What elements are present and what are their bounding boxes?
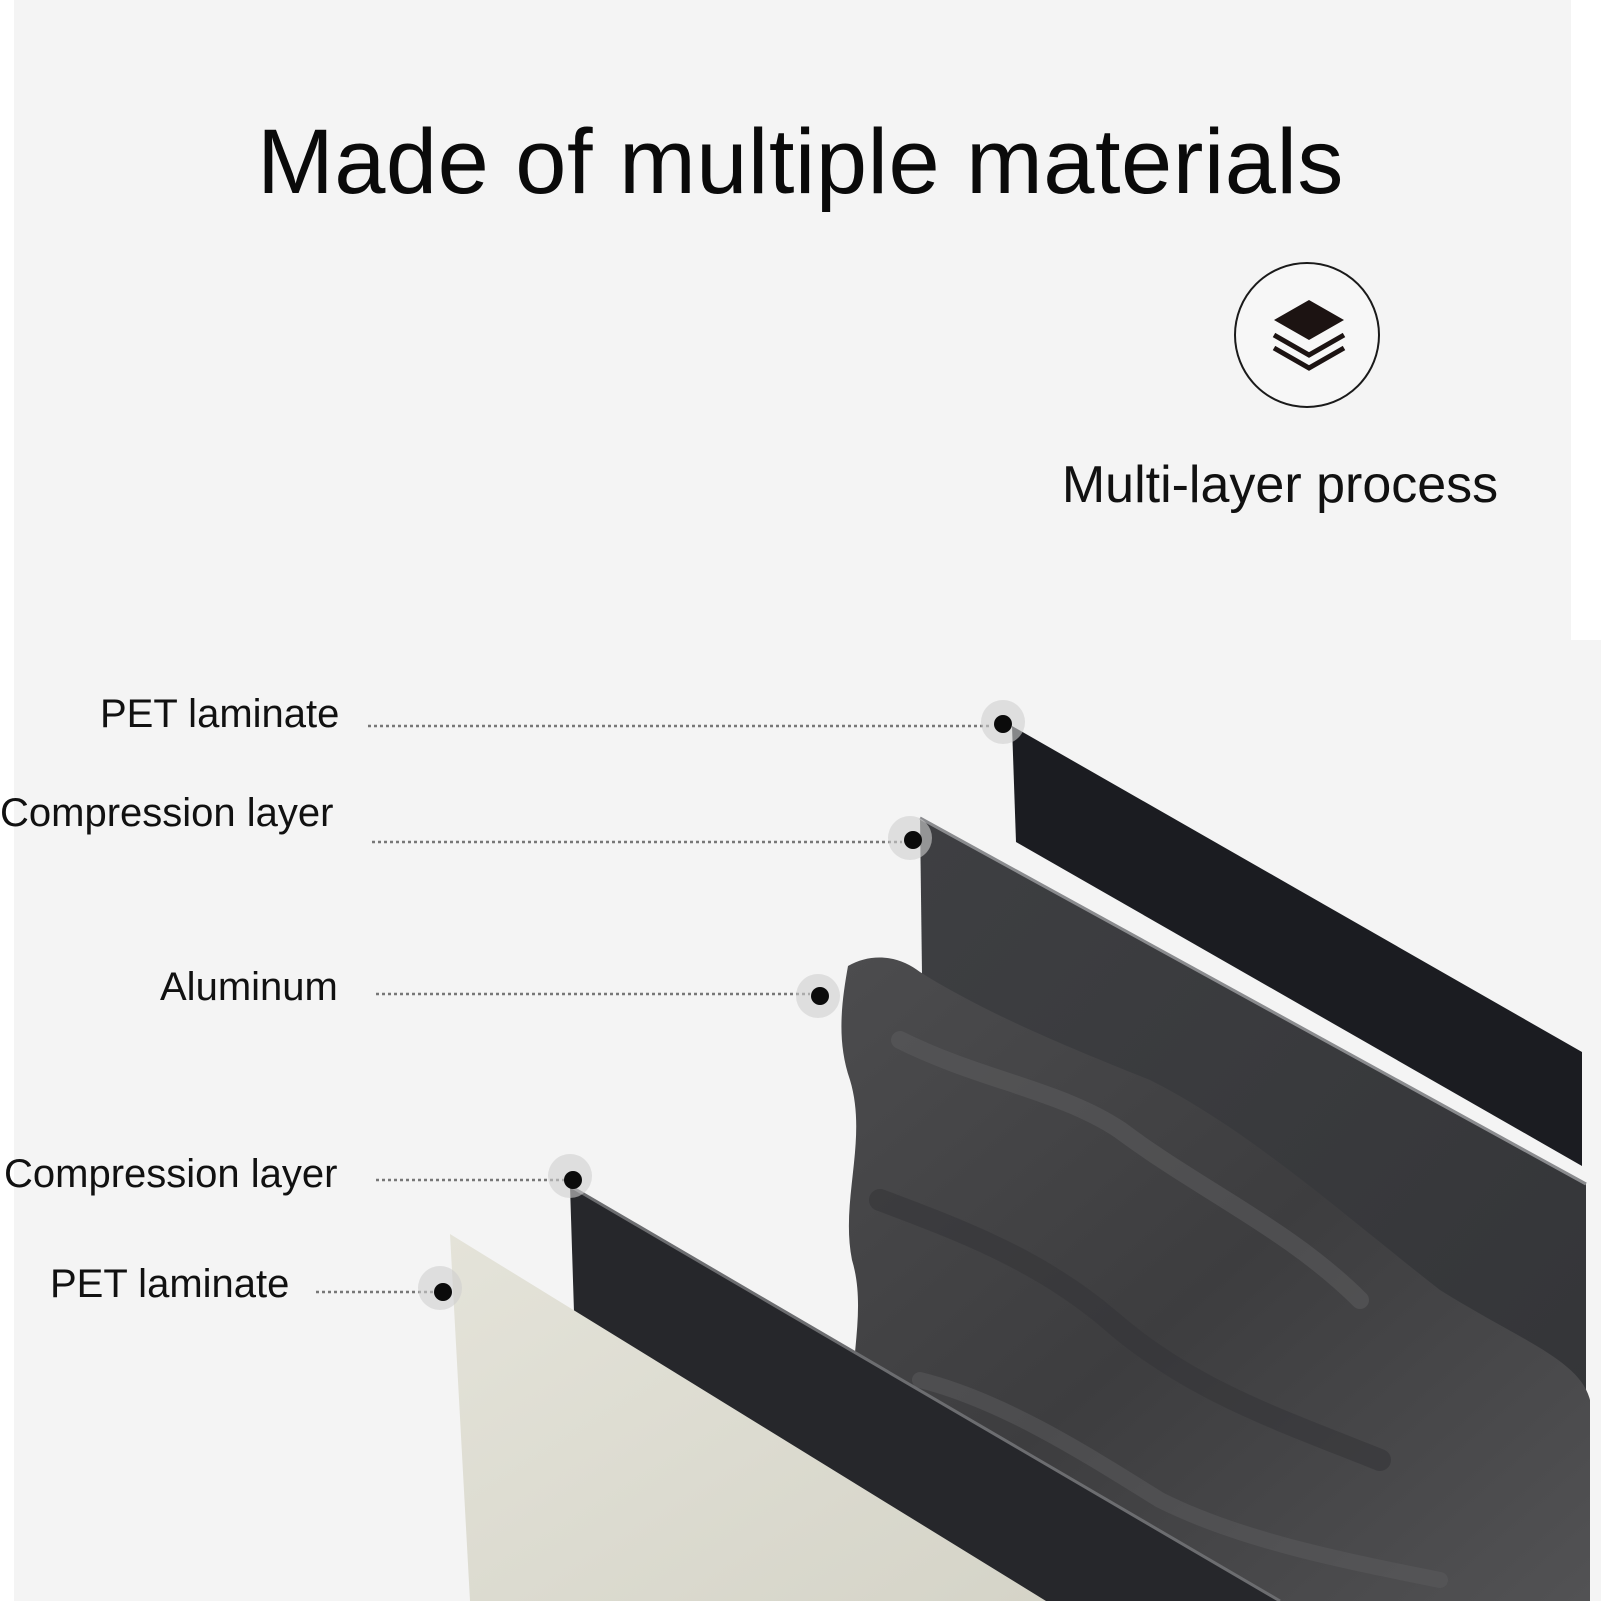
foil-crease [869,1189,1391,1471]
layers-icon [1272,300,1346,371]
page-title: Made of multiple materials [257,111,1344,213]
marker-dot [811,987,829,1005]
layers-badge [1234,262,1380,408]
left-edge-strip [0,0,14,1601]
layer-label-aluminum: Aluminum [160,965,338,1009]
layer-panel-pet-bottom [450,1234,1046,1601]
leader-pet-top [368,700,1025,744]
foil-crease [912,1372,1448,1588]
leader-pet-bottom [316,1266,462,1310]
leader-aluminum [376,974,840,1018]
layer-label-compression-upper: Compression layer [0,791,334,835]
badge-label: Multi-layer process [1061,456,1499,514]
layer-label-compression-lower: Compression layer [4,1152,338,1196]
foil-crease [891,1031,1369,1309]
marker-dot [904,831,922,849]
layer-label-pet-bottom: PET laminate [50,1262,290,1306]
layer-panel-edge-highlight [919,816,1587,1186]
layer-panel-pet-top [1012,726,1582,1166]
leader-compression-lower [376,1154,592,1198]
layer-panel-edge-highlight [569,1184,1281,1601]
marker-dot [994,715,1012,733]
leader-compression-upper [372,816,932,860]
marker-dot [434,1283,452,1301]
marker-dot [564,1171,582,1189]
layer-panel-aluminum [841,957,1590,1601]
right-edge-strip [1571,0,1601,640]
layer-label-pet-top: PET laminate [100,692,340,736]
